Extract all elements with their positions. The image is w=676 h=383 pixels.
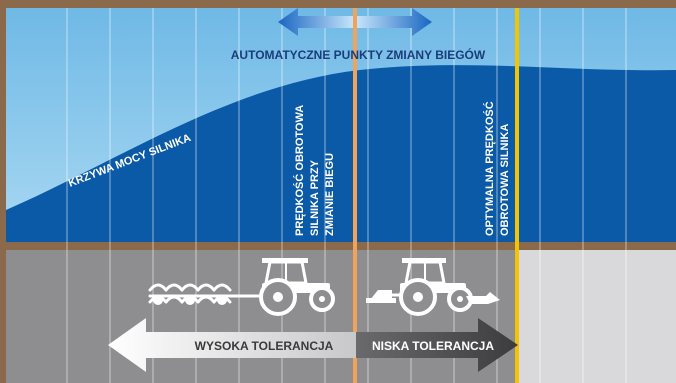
shift-points-label: AUTOMATYCZNE PUNKTY ZMIANY BIEGÓW bbox=[231, 47, 486, 62]
tractor-with-mower-icon bbox=[366, 258, 500, 316]
low-tolerance-label: NISKA TOLERANCJA bbox=[372, 339, 494, 353]
power-curve-area bbox=[6, 65, 676, 243]
high-tolerance-label: WYSOKA TOLERANCJA bbox=[195, 339, 334, 353]
high-tolerance-arrow bbox=[108, 318, 356, 372]
shift-speed-label-1: PRĘDKOŚĆ OBROTOWA bbox=[293, 105, 306, 236]
optimal-speed-label-1: OPTYMALNA PRĘDKOŚĆ bbox=[483, 101, 496, 236]
grid-lines bbox=[66, 8, 627, 383]
low-tolerance-arrow bbox=[356, 318, 518, 372]
lower-panel-right bbox=[518, 250, 676, 383]
shift-speed-label-2: SILNIKA PRZY bbox=[309, 159, 321, 236]
shift-speed-label-3: ZMIANIE BIEGU bbox=[324, 153, 336, 236]
tractor-with-plough-icon bbox=[148, 258, 335, 316]
optimal-speed-label-2: OBROTOWA SILNIKA bbox=[499, 124, 511, 237]
